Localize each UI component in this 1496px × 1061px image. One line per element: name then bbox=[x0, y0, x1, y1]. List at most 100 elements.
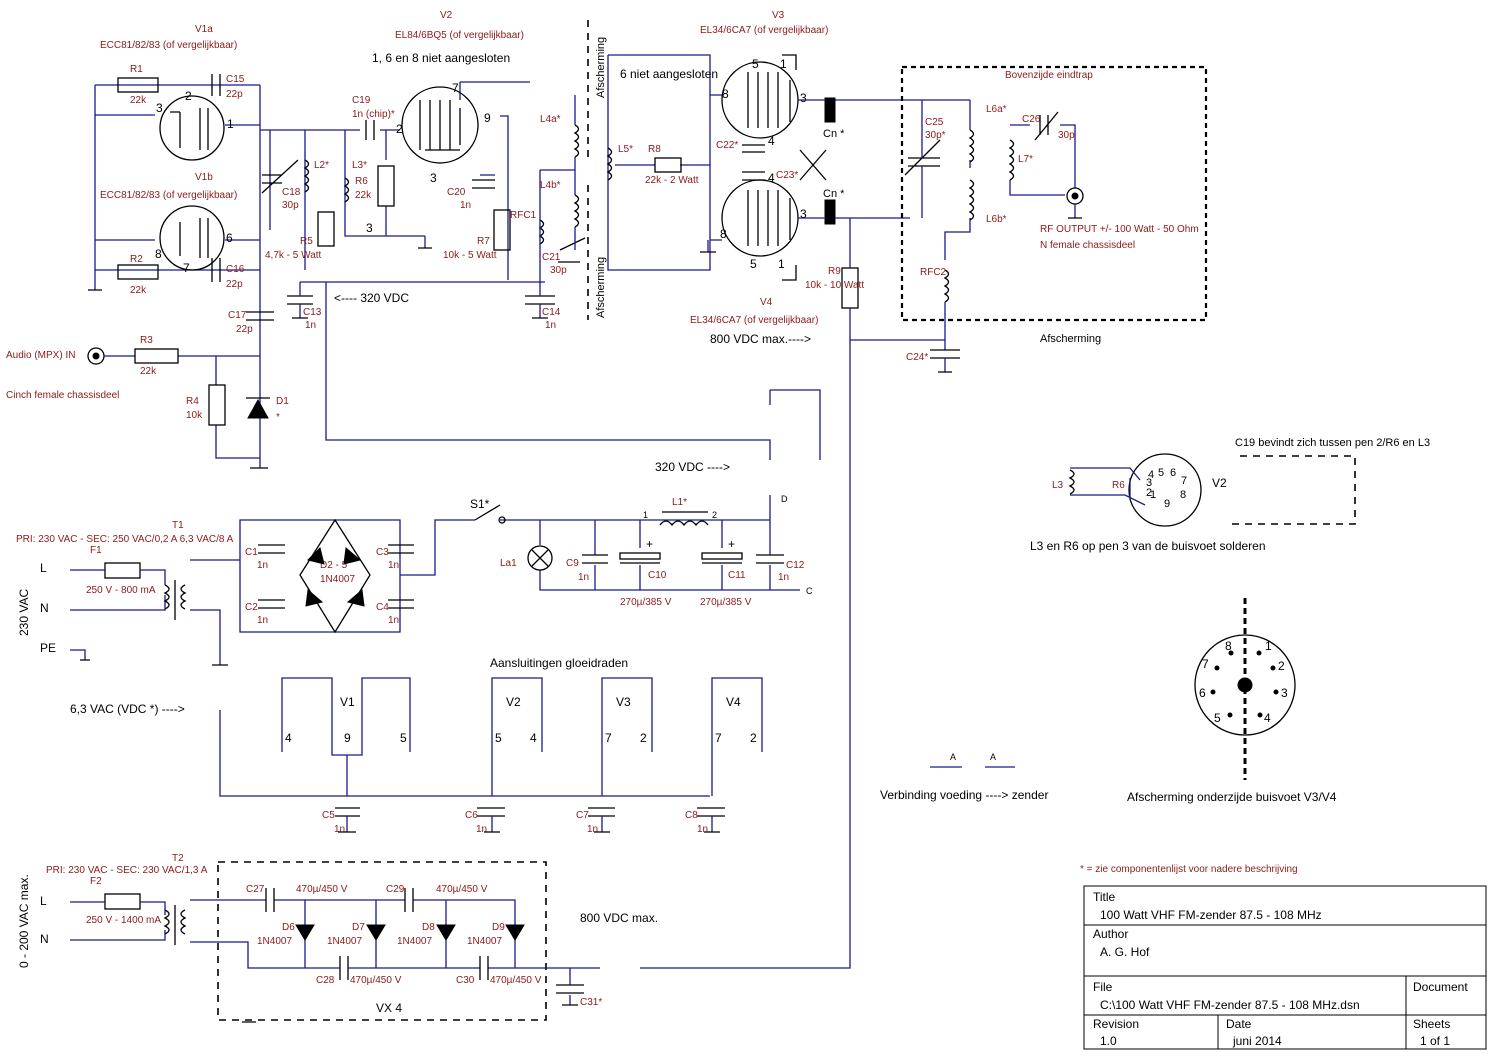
r5-resistor bbox=[317, 211, 335, 247]
v2-note: 1, 6 en 8 niet aangesloten bbox=[372, 51, 510, 65]
v4-label: V4 bbox=[760, 297, 773, 308]
l5-coil bbox=[606, 147, 613, 181]
c30-value: 470µ/450 V bbox=[490, 975, 542, 986]
c1-c4-capacitors bbox=[258, 544, 414, 609]
author-value: A. G. Hof bbox=[1100, 945, 1150, 959]
c27-label: C27 bbox=[246, 884, 265, 895]
psu1-mains-label: 230 VAC bbox=[17, 589, 31, 636]
c8-value: 1n bbox=[697, 824, 708, 835]
legend-shield-bottom: Afscherming onderzijde buisvoet V3/V4 bbox=[1127, 790, 1337, 804]
vac63-label: 6,3 VAC (VDC *) ----> bbox=[70, 702, 185, 716]
svg-text:5: 5 bbox=[752, 57, 759, 71]
l4b-coil bbox=[573, 194, 580, 228]
l4a-coil bbox=[573, 124, 580, 158]
l3-label: L3* bbox=[352, 160, 367, 171]
c7-value: 1n bbox=[587, 824, 598, 835]
svg-text:6: 6 bbox=[226, 231, 233, 245]
svg-text:2: 2 bbox=[640, 731, 647, 745]
c15-label: C15 bbox=[226, 74, 245, 85]
f2-fuse bbox=[104, 893, 141, 910]
svg-text:2: 2 bbox=[396, 122, 403, 136]
svg-text:3: 3 bbox=[800, 91, 807, 105]
v4-tube bbox=[721, 179, 799, 257]
c17-value: 22p bbox=[236, 324, 253, 335]
r3-resistor bbox=[134, 348, 179, 364]
svg-text:5: 5 bbox=[400, 731, 407, 745]
l1-label: L1* bbox=[672, 497, 687, 508]
psu2-mains-label: 0 - 200 VAC max. bbox=[17, 874, 31, 968]
d8-label: D8 bbox=[422, 922, 435, 933]
heaters-title: Aansluitingen gloeidraden bbox=[490, 656, 628, 670]
svg-text:+: + bbox=[728, 537, 735, 551]
svg-text:7: 7 bbox=[715, 731, 722, 745]
f2-value: 250 V - 1400 mA bbox=[86, 915, 161, 926]
c10-capacitor bbox=[619, 552, 661, 560]
c24-label: C24* bbox=[906, 352, 928, 363]
t1-transformer bbox=[163, 580, 187, 620]
svg-text:A: A bbox=[990, 752, 996, 762]
d6-label: D6 bbox=[282, 922, 295, 933]
c19-label: C19 bbox=[352, 95, 371, 106]
vx4-label: VX 4 bbox=[376, 1001, 402, 1015]
t1-label: T1 bbox=[172, 520, 184, 531]
psu2-l-label: L bbox=[40, 894, 47, 908]
l3-coil bbox=[343, 177, 350, 203]
c15-capacitor bbox=[211, 74, 221, 96]
sheets-value: 1 of 1 bbox=[1420, 1034, 1450, 1048]
c29-value: 470µ/450 V bbox=[436, 884, 488, 895]
v1b-type: ECC81/82/83 (of vergelijkbaar) bbox=[100, 190, 237, 201]
top-box-label: Bovenzijde eindtrap bbox=[1005, 70, 1093, 81]
s1-label: S1* bbox=[470, 497, 490, 511]
date-label: Date bbox=[1226, 1017, 1252, 1031]
vdc800-psu-label: 800 VDC max. bbox=[580, 911, 658, 925]
vdc320-psu-label: 320 VDC ----> bbox=[655, 460, 730, 474]
f1-label: F1 bbox=[90, 545, 102, 556]
v2-socket-icon bbox=[1128, 453, 1202, 527]
psu1-section: 320 VDC ----> PRI: 230 VAC - SEC: 250 VA… bbox=[16, 389, 821, 665]
c13-capacitor bbox=[287, 295, 313, 305]
r4-resistor bbox=[208, 384, 226, 426]
l7-coil bbox=[1008, 139, 1015, 181]
l5-label: L5* bbox=[618, 144, 633, 155]
title-label: Title bbox=[1093, 890, 1116, 904]
r3-value: 22k bbox=[140, 366, 157, 377]
svg-text:7: 7 bbox=[605, 731, 612, 745]
date-value: juni 2014 bbox=[1232, 1034, 1282, 1048]
v2-type: EL84/6BQ5 (of vergelijkbaar) bbox=[395, 30, 524, 41]
t2-label: T2 bbox=[172, 853, 184, 864]
svg-text:6: 6 bbox=[1199, 686, 1206, 700]
c12-value: 1n bbox=[778, 572, 789, 583]
c4-value: 1n bbox=[388, 615, 399, 626]
l7-label: L7* bbox=[1018, 154, 1033, 165]
c18-trimmer bbox=[261, 159, 299, 194]
d6-value: 1N4007 bbox=[257, 936, 292, 947]
socket-note-section: C19 bevindt zich tussen pen 2/R6 en L3 4… bbox=[1030, 437, 1430, 553]
psu1-l-label: L bbox=[40, 561, 47, 575]
r7-resistor bbox=[493, 209, 511, 251]
r9-value: 10k - 10 Watt bbox=[805, 280, 864, 291]
svg-text:4: 4 bbox=[768, 134, 775, 148]
c11-capacitor bbox=[701, 552, 743, 560]
d7-label: D7 bbox=[352, 922, 365, 933]
multiplier-diodes bbox=[295, 924, 525, 941]
svg-text:2: 2 bbox=[750, 731, 757, 745]
author-label: Author bbox=[1093, 927, 1128, 941]
d9-label: D9 bbox=[492, 922, 505, 933]
d1-diode bbox=[247, 398, 269, 419]
rf-output-label: RF OUTPUT +/- 100 Watt - 50 Ohm bbox=[1040, 224, 1199, 235]
svg-text:7: 7 bbox=[1202, 657, 1209, 671]
v3-label: V3 bbox=[772, 10, 785, 21]
shield-label-top: Afscherming bbox=[595, 37, 607, 98]
heater-v1-label: V1 bbox=[340, 695, 355, 709]
cn-top-capacitor bbox=[824, 97, 836, 123]
svg-text:5: 5 bbox=[1214, 711, 1221, 725]
svg-text:1: 1 bbox=[227, 117, 234, 131]
c12-capacitor bbox=[756, 554, 784, 564]
r4-value: 10k bbox=[186, 410, 203, 421]
r2-value: 22k bbox=[130, 285, 147, 296]
v1b-label: V1b bbox=[195, 172, 213, 183]
c16-label: C16 bbox=[226, 264, 245, 275]
svg-text:4: 4 bbox=[1264, 711, 1271, 725]
svg-text:9: 9 bbox=[344, 731, 351, 745]
